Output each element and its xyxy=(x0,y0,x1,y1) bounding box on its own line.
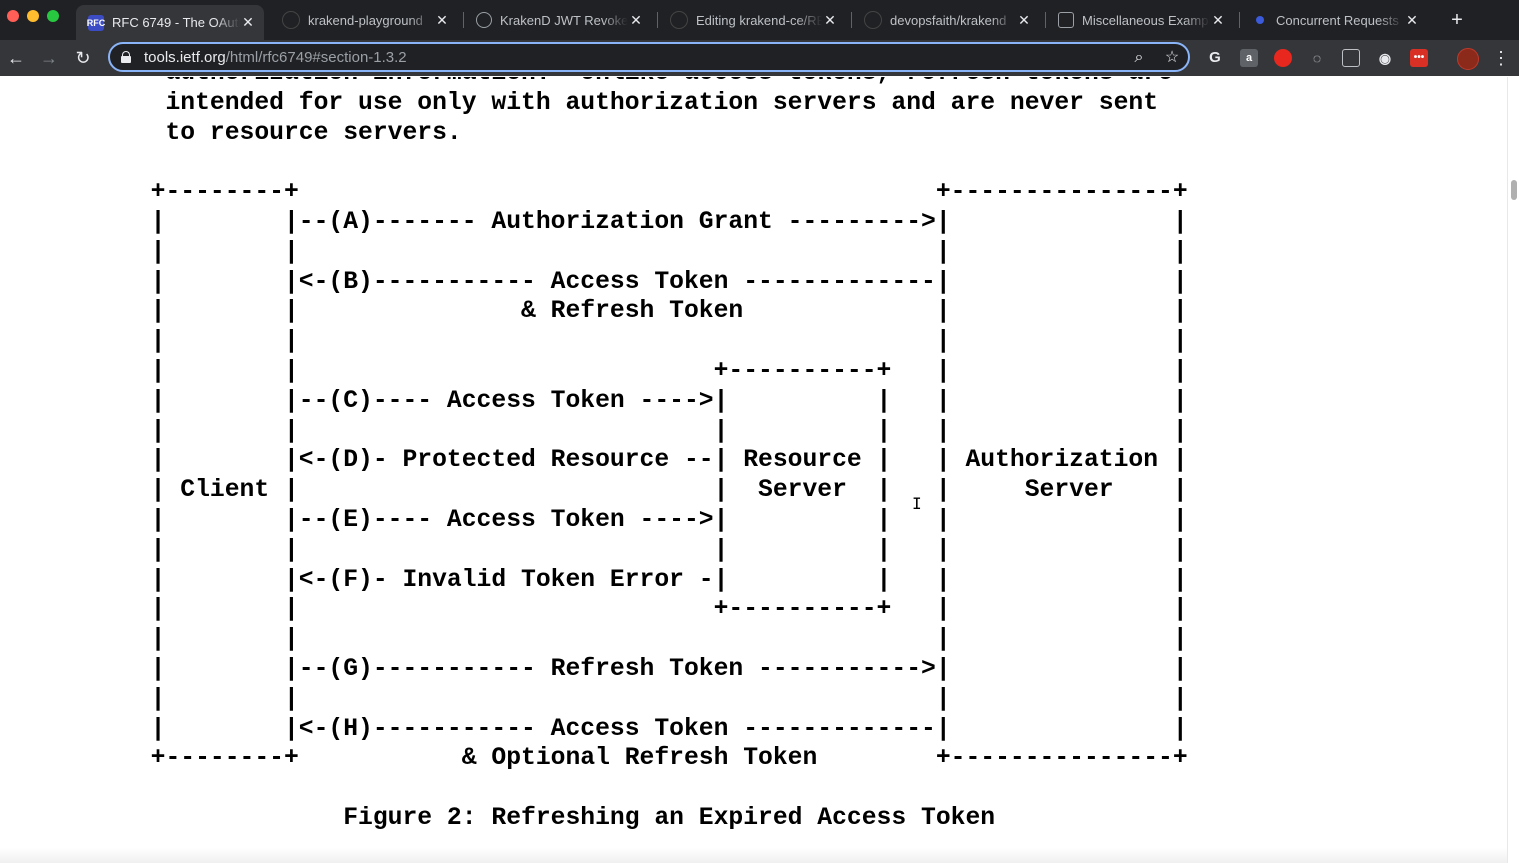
tab-title: RFC 6749 - The OAuth 2.0 Authorization F… xyxy=(112,15,240,30)
tab-separator xyxy=(1045,12,1046,28)
document-line: authorization information. Unlike access… xyxy=(121,77,1172,87)
document-line: | |<-(B)----------- Access Token -------… xyxy=(121,267,1188,296)
document-line: to resource servers. xyxy=(121,118,462,147)
zoom-icon[interactable]: ⌕ xyxy=(1134,49,1144,66)
tab-separator xyxy=(851,12,852,28)
amazon-extension-icon[interactable]: a xyxy=(1240,49,1258,67)
lightbulb-extension-icon[interactable]: ◌ xyxy=(1312,50,1322,66)
close-tab-icon[interactable]: ✕ xyxy=(242,14,254,30)
profile-avatar[interactable] xyxy=(1457,48,1479,70)
window-maximize-button[interactable] xyxy=(47,10,59,22)
bookmark-star-icon[interactable]: ☆ xyxy=(1164,49,1180,66)
lock-icon[interactable] xyxy=(121,51,131,63)
tab-miscellaneous-examples[interactable]: Miscellaneous Examples ✕ xyxy=(1046,5,1234,35)
document-line: | | | | | | xyxy=(121,416,1188,445)
page-bottom-shade xyxy=(0,848,1507,863)
github-icon xyxy=(864,11,882,29)
close-tab-icon[interactable]: ✕ xyxy=(1018,11,1030,28)
document-line: | |<-(H)----------- Access Token -------… xyxy=(121,714,1188,743)
close-tab-icon[interactable]: ✕ xyxy=(1406,11,1418,28)
document-line: | | & Refresh Token | | xyxy=(121,297,1188,326)
browser-menu-icon[interactable]: ⋮ xyxy=(1492,48,1510,68)
page-content: authorization information. Unlike access… xyxy=(0,77,1507,863)
ublock-extension-icon[interactable] xyxy=(1274,49,1292,67)
github-icon xyxy=(282,11,300,29)
tab-devopsfaith-krakend[interactable]: devopsfaith/krakend ✕ xyxy=(852,5,1040,35)
globe-icon xyxy=(476,12,492,28)
tab-title: devopsfaith/krakend xyxy=(890,12,1007,28)
address-bar[interactable]: tools.ietf.org/html/rfc6749#section-1.3.… xyxy=(108,42,1190,72)
document-line: | | | | xyxy=(121,327,1188,356)
document-line: | |<-(F)- Invalid Token Error -| | | | xyxy=(121,565,1188,594)
github-icon xyxy=(670,11,688,29)
tab-editing-krakend-ce[interactable]: Editing krakend-ce/README ✕ xyxy=(658,5,846,35)
back-arrow-icon[interactable]: ← xyxy=(7,48,25,68)
window-minimize-button[interactable] xyxy=(27,10,39,22)
url-host: tools.ietf.org xyxy=(144,48,226,66)
new-tab-button[interactable]: + xyxy=(1451,9,1463,31)
url-text[interactable]: tools.ietf.org/html/rfc6749#section-1.3.… xyxy=(144,49,407,66)
doc-icon xyxy=(1058,12,1074,28)
url-path: /html/rfc6749#section-1.3.2 xyxy=(225,48,407,66)
tab-title: krakend-playground xyxy=(308,12,423,28)
krakend-icon xyxy=(1256,16,1264,24)
tab-krakend-jwt-revoker[interactable]: KrakenD JWT Revoker ✕ xyxy=(464,5,652,35)
document-line: | | +----------+ | | xyxy=(121,595,1188,624)
document-line: +--------+ +---------------+ xyxy=(121,178,1188,207)
vertical-scrollbar[interactable] xyxy=(1507,77,1519,863)
document-line: | | | | xyxy=(121,237,1188,266)
lastpass-extension-icon[interactable]: ••• xyxy=(1410,49,1428,67)
camera-extension-icon[interactable]: ◉ xyxy=(1378,50,1392,66)
tab-title: KrakenD JWT Revoker xyxy=(500,12,628,28)
document-line: | Client | | Server | | Server | xyxy=(121,476,1188,505)
rfc-favicon-icon: RFC xyxy=(87,14,105,31)
tab-separator xyxy=(463,12,464,28)
close-tab-icon[interactable]: ✕ xyxy=(1212,11,1224,28)
close-tab-icon[interactable]: ✕ xyxy=(436,11,448,28)
document-line: +--------+ & Optional Refresh Token +---… xyxy=(121,744,1188,773)
scrollbar-thumb[interactable] xyxy=(1511,180,1517,200)
document-line: | | +----------+ | | xyxy=(121,356,1188,385)
tab-krakend-playground[interactable]: krakend-playground ✕ xyxy=(270,5,458,35)
tab-rfc-6749[interactable]: RFC RFC 6749 - The OAuth 2.0 Authorizati… xyxy=(76,5,264,40)
reload-icon[interactable]: ↻ xyxy=(75,48,91,68)
forward-arrow-icon[interactable]: → xyxy=(40,48,58,68)
browser-toolbar: ← → ↻ tools.ietf.org/html/rfc6749#sectio… xyxy=(0,40,1519,76)
document-line: | | | | | | xyxy=(121,535,1188,564)
document-line: Figure 2: Refreshing an Expired Access T… xyxy=(121,803,996,832)
google-extension-icon[interactable]: G xyxy=(1209,49,1221,66)
tab-separator xyxy=(1239,12,1240,28)
close-tab-icon[interactable]: ✕ xyxy=(630,11,642,28)
document-line: | |--(A)------- Authorization Grant ----… xyxy=(121,207,1188,236)
window-close-button[interactable] xyxy=(7,10,19,22)
tab-title: Concurrent Requests xyxy=(1276,12,1399,28)
close-tab-icon[interactable]: ✕ xyxy=(824,11,836,28)
tab-title: Editing krakend-ce/README xyxy=(696,12,822,28)
document-line: | |--(C)---- Access Token ---->| | | | xyxy=(121,386,1188,415)
document-line: | |--(G)----------- Refresh Token ------… xyxy=(121,654,1188,683)
rfc-document-text: authorization information. Unlike access… xyxy=(121,77,1188,834)
text-cursor-icon: I xyxy=(912,494,922,513)
document-line: intended for use only with authorization… xyxy=(121,88,1159,117)
document-line: | |<-(D)- Protected Resource --| Resourc… xyxy=(121,446,1188,475)
tab-strip: RFC RFC 6749 - The OAuth 2.0 Authorizati… xyxy=(0,0,1519,40)
tab-title: Miscellaneous Examples xyxy=(1082,12,1210,28)
tab-concurrent-requests[interactable]: Concurrent Requests ✕ xyxy=(1240,5,1428,35)
document-line: | | | | xyxy=(121,625,1188,654)
document-line: | | | | xyxy=(121,684,1188,713)
tab-separator xyxy=(657,12,658,28)
document-line: | |--(E)---- Access Token ---->| | | | xyxy=(121,505,1188,534)
calendar-extension-icon[interactable] xyxy=(1342,49,1360,67)
